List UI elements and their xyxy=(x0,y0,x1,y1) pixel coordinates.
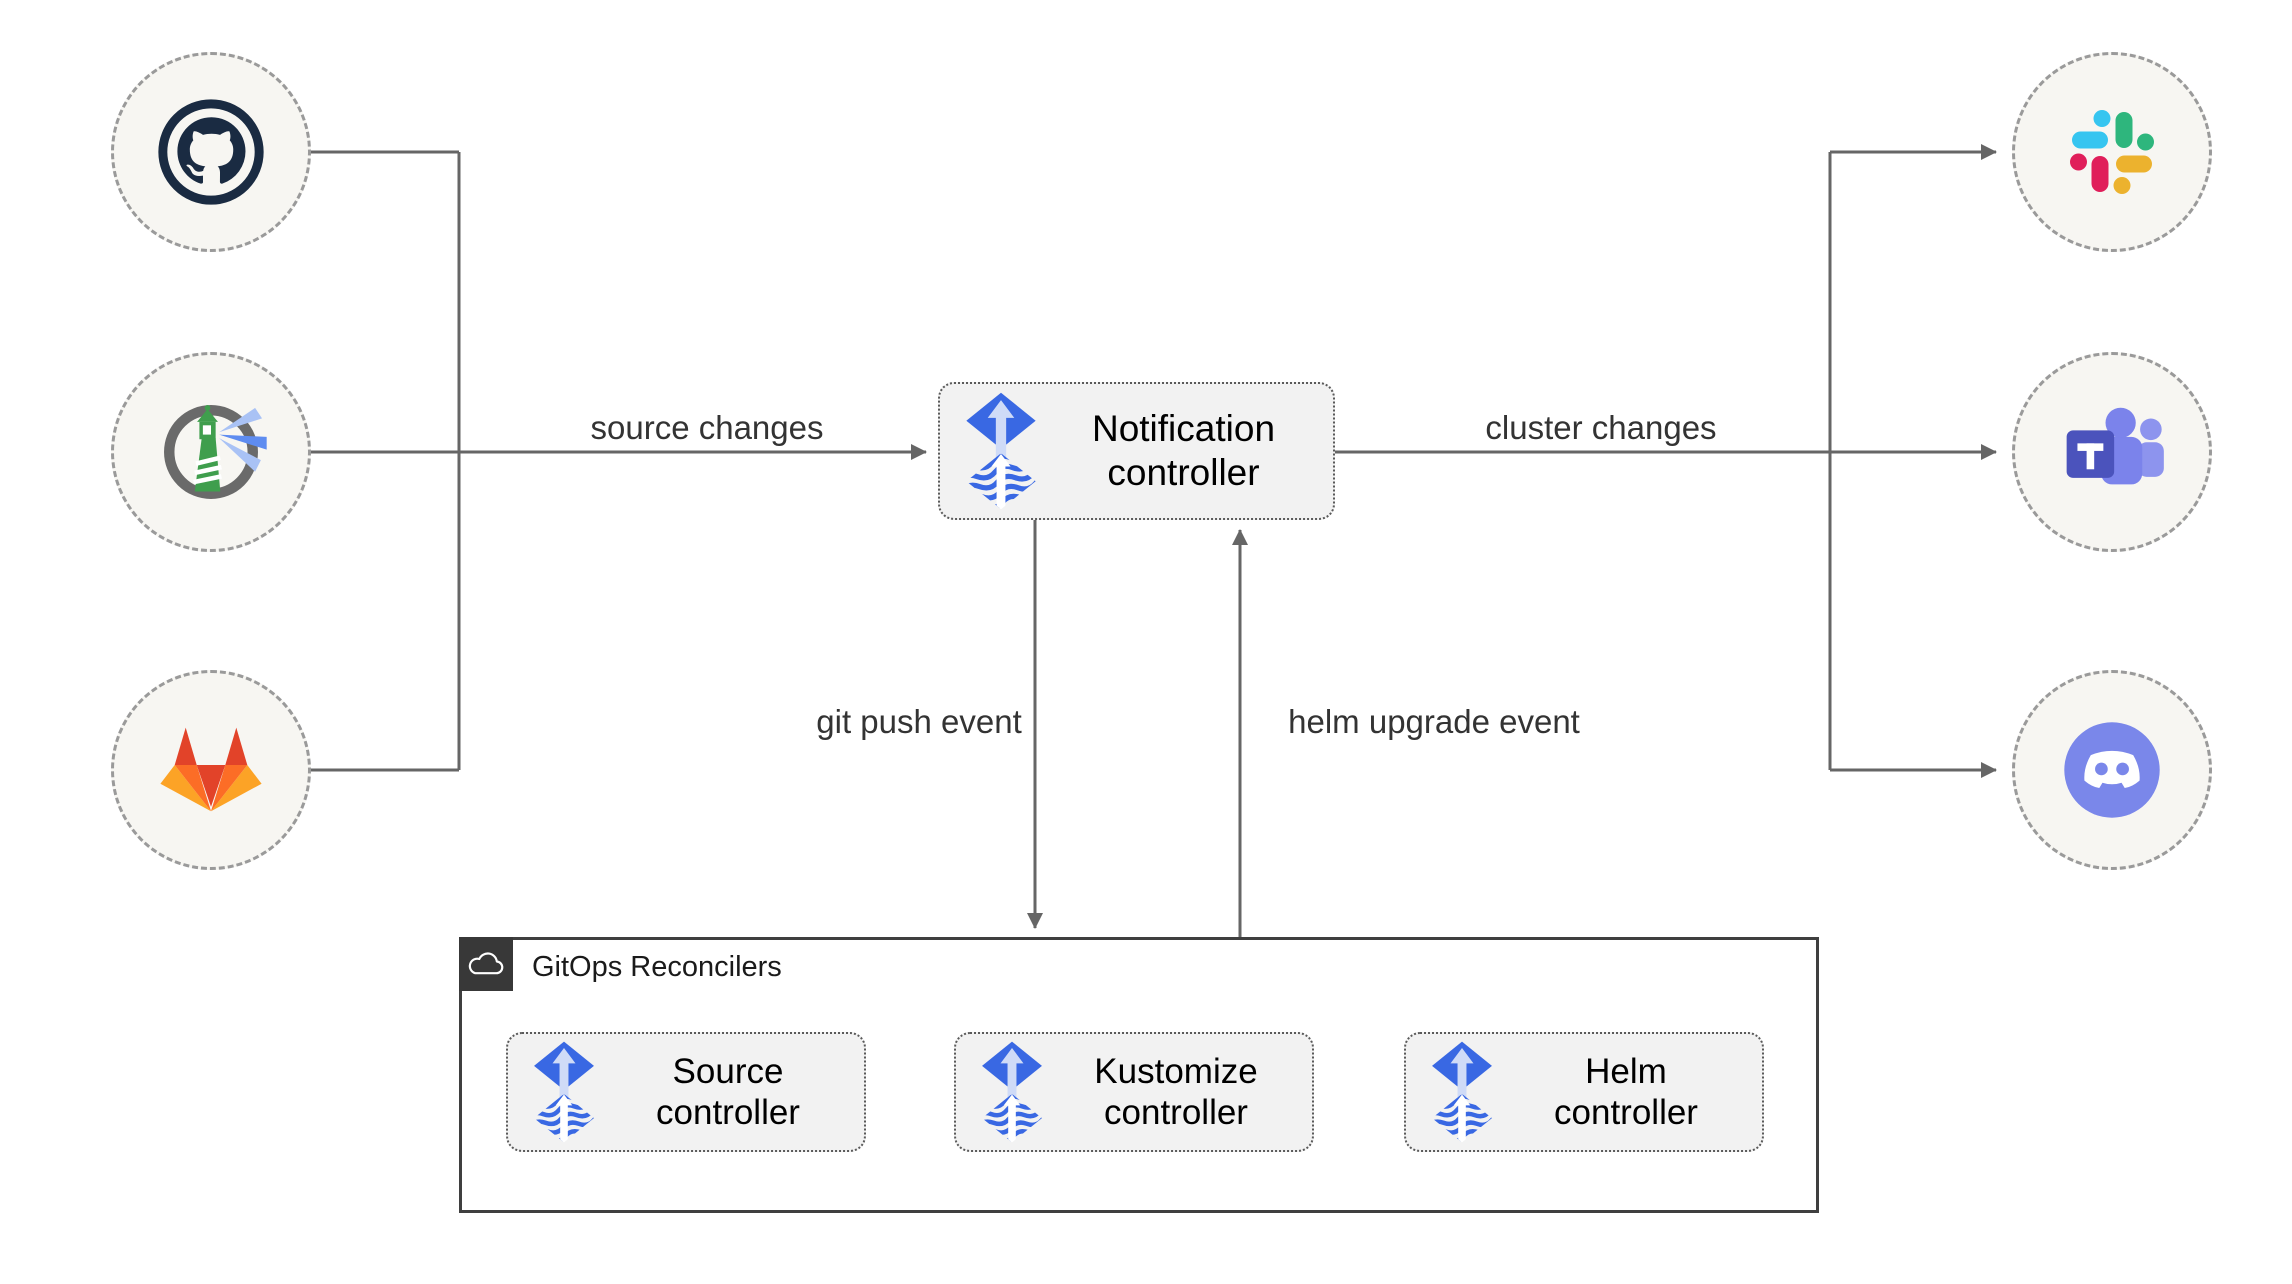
slack-icon xyxy=(2062,102,2162,202)
teams-node xyxy=(2012,352,2212,552)
discord-node xyxy=(2012,670,2212,870)
gitops-reconcilers-badge xyxy=(459,937,513,991)
source-controller-label: Source controller xyxy=(656,1051,800,1132)
kustomize-controller-label: Kustomize controller xyxy=(1094,1051,1258,1132)
harbor-icon xyxy=(153,394,269,510)
flux-icon xyxy=(532,1041,596,1143)
github-node xyxy=(111,52,311,252)
notification-controller-box: Notification controller xyxy=(938,382,1335,520)
source-changes-label: source changes xyxy=(590,409,824,446)
microsoft-teams-icon xyxy=(2058,398,2166,506)
notification-controller-label: Notification controller xyxy=(1091,408,1276,493)
helm-controller-box: Helm controller xyxy=(1404,1032,1764,1152)
helm-controller-label: Helm controller xyxy=(1554,1051,1698,1132)
cloud-icon xyxy=(466,949,506,979)
github-icon xyxy=(155,96,267,208)
helm-upgrade-event-label: helm upgrade event xyxy=(1288,703,1580,740)
flux-icon xyxy=(980,1041,1044,1143)
kustomize-controller-box: Kustomize controller xyxy=(954,1032,1314,1152)
flux-icon xyxy=(964,392,1038,510)
flux-icon xyxy=(1430,1041,1494,1143)
source-controller-box: Source controller xyxy=(506,1032,866,1152)
slack-node xyxy=(2012,52,2212,252)
gitlab-node xyxy=(111,670,311,870)
git-push-event-label: git push event xyxy=(816,703,1022,740)
harbor-node xyxy=(111,352,311,552)
discord-icon xyxy=(2059,717,2165,823)
gitops-reconcilers-title: GitOps Reconcilers xyxy=(532,951,782,983)
gitlab-icon xyxy=(156,721,266,820)
cluster-changes-label: cluster changes xyxy=(1485,409,1717,446)
